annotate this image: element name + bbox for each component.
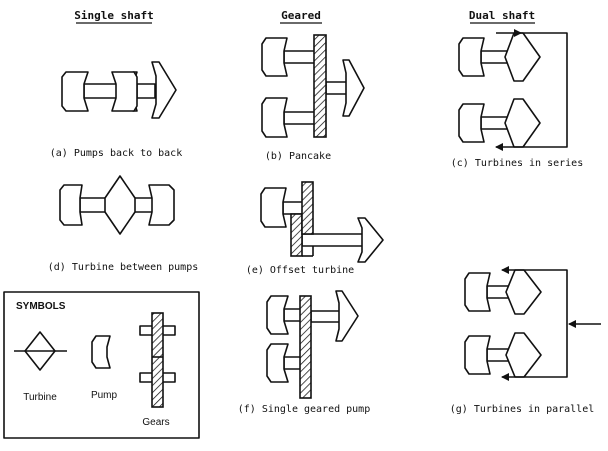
caption-f: (f) Single geared pump (238, 404, 370, 415)
header-dual-shaft: Dual shaft (469, 9, 535, 22)
symbols-legend: SYMBOLS Turbine Pump Gears (3, 291, 200, 439)
legend-turbine-symbol (14, 331, 67, 371)
header-geared: Geared (281, 9, 321, 22)
caption-d: (d) Turbine between pumps (48, 262, 199, 273)
legend-title: SYMBOLS (16, 301, 66, 312)
arrangement-d (59, 175, 175, 235)
legend-turbine-label: Turbine (23, 392, 57, 403)
header-single-shaft: Single shaft (74, 9, 153, 22)
legend-gears-label: Gears (142, 417, 169, 428)
arrangement-a (61, 61, 177, 119)
legend-pump-symbol (91, 335, 111, 369)
legend-gears-symbol (139, 312, 176, 408)
arrangement-f (266, 290, 359, 399)
caption-c: (c) Turbines in series (451, 158, 583, 169)
caption-g: (g) Turbines in parallel (450, 404, 595, 415)
arrangement-b (261, 34, 365, 138)
arrangement-e (260, 181, 384, 263)
caption-e: (e) Offset turbine (246, 265, 354, 276)
legend-pump-label: Pump (91, 390, 118, 401)
arrangement-g (464, 266, 601, 381)
arrangement-c (458, 29, 568, 151)
caption-b: (b) Pancake (265, 151, 331, 162)
caption-a: (a) Pumps back to back (50, 148, 182, 159)
